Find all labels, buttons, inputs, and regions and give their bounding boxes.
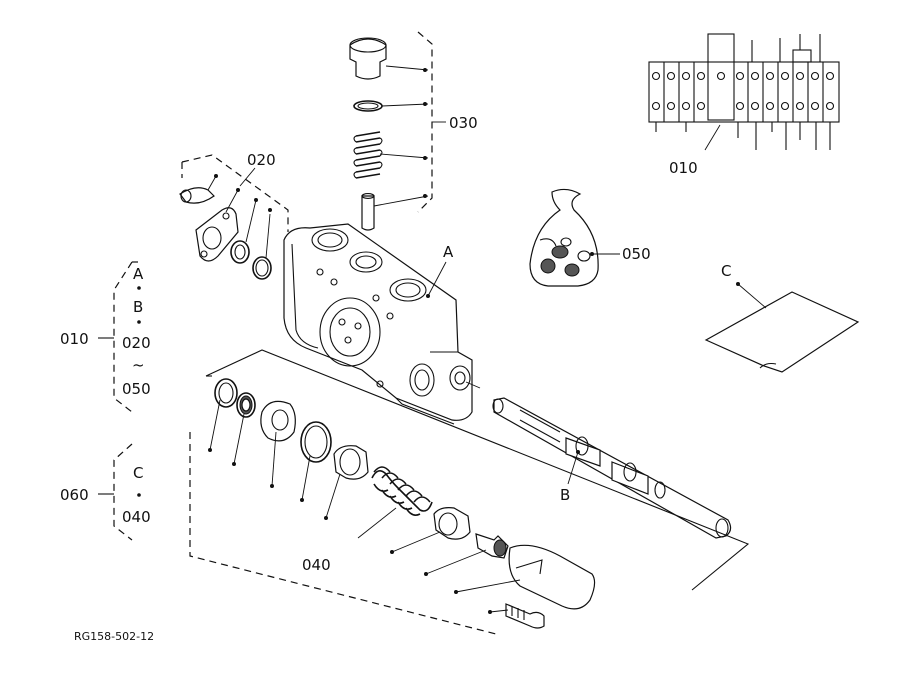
part-C-sheet: C bbox=[704, 262, 860, 373]
callout-010-top-group: 010 bbox=[669, 124, 721, 177]
callout-040: 040 bbox=[302, 556, 331, 574]
kit-010-legend: 010 A B 020 ~ 050 bbox=[60, 261, 151, 413]
callout-030: 030 bbox=[449, 114, 478, 132]
kit-010-item-020: 020 bbox=[122, 334, 151, 352]
callout-050: 050 bbox=[622, 245, 651, 263]
kit-010-item-B: B bbox=[133, 298, 143, 316]
part-050-seal-bag: 050 bbox=[529, 188, 651, 287]
kit-010-range: ~ bbox=[132, 356, 145, 374]
kit-060-item-040: 040 bbox=[122, 508, 151, 526]
part-030-group: 030 bbox=[349, 31, 478, 231]
callout-C: C bbox=[721, 262, 731, 280]
callout-A: A bbox=[443, 243, 454, 261]
kit-060-label: 060 bbox=[60, 486, 89, 504]
kit-060-item-C: C bbox=[133, 464, 143, 482]
kit-010-label: 010 bbox=[60, 330, 89, 348]
figure-id: RG158-502-12 bbox=[74, 630, 154, 643]
kit-010-item-050: 050 bbox=[122, 380, 151, 398]
callout-010-top: 010 bbox=[669, 159, 698, 177]
kit-060-legend: 060 C 040 bbox=[60, 443, 151, 541]
kit-010-item-A: A bbox=[133, 265, 144, 283]
part-020-group: 020 bbox=[179, 151, 289, 280]
callout-B: B bbox=[560, 486, 570, 504]
valve-assembly-thumbnail: 010 bbox=[648, 33, 840, 177]
callout-020: 020 bbox=[247, 151, 276, 169]
part-040-group: 040 bbox=[189, 349, 750, 635]
spool-B: B bbox=[465, 381, 732, 539]
valve-body-A: A bbox=[283, 223, 473, 425]
